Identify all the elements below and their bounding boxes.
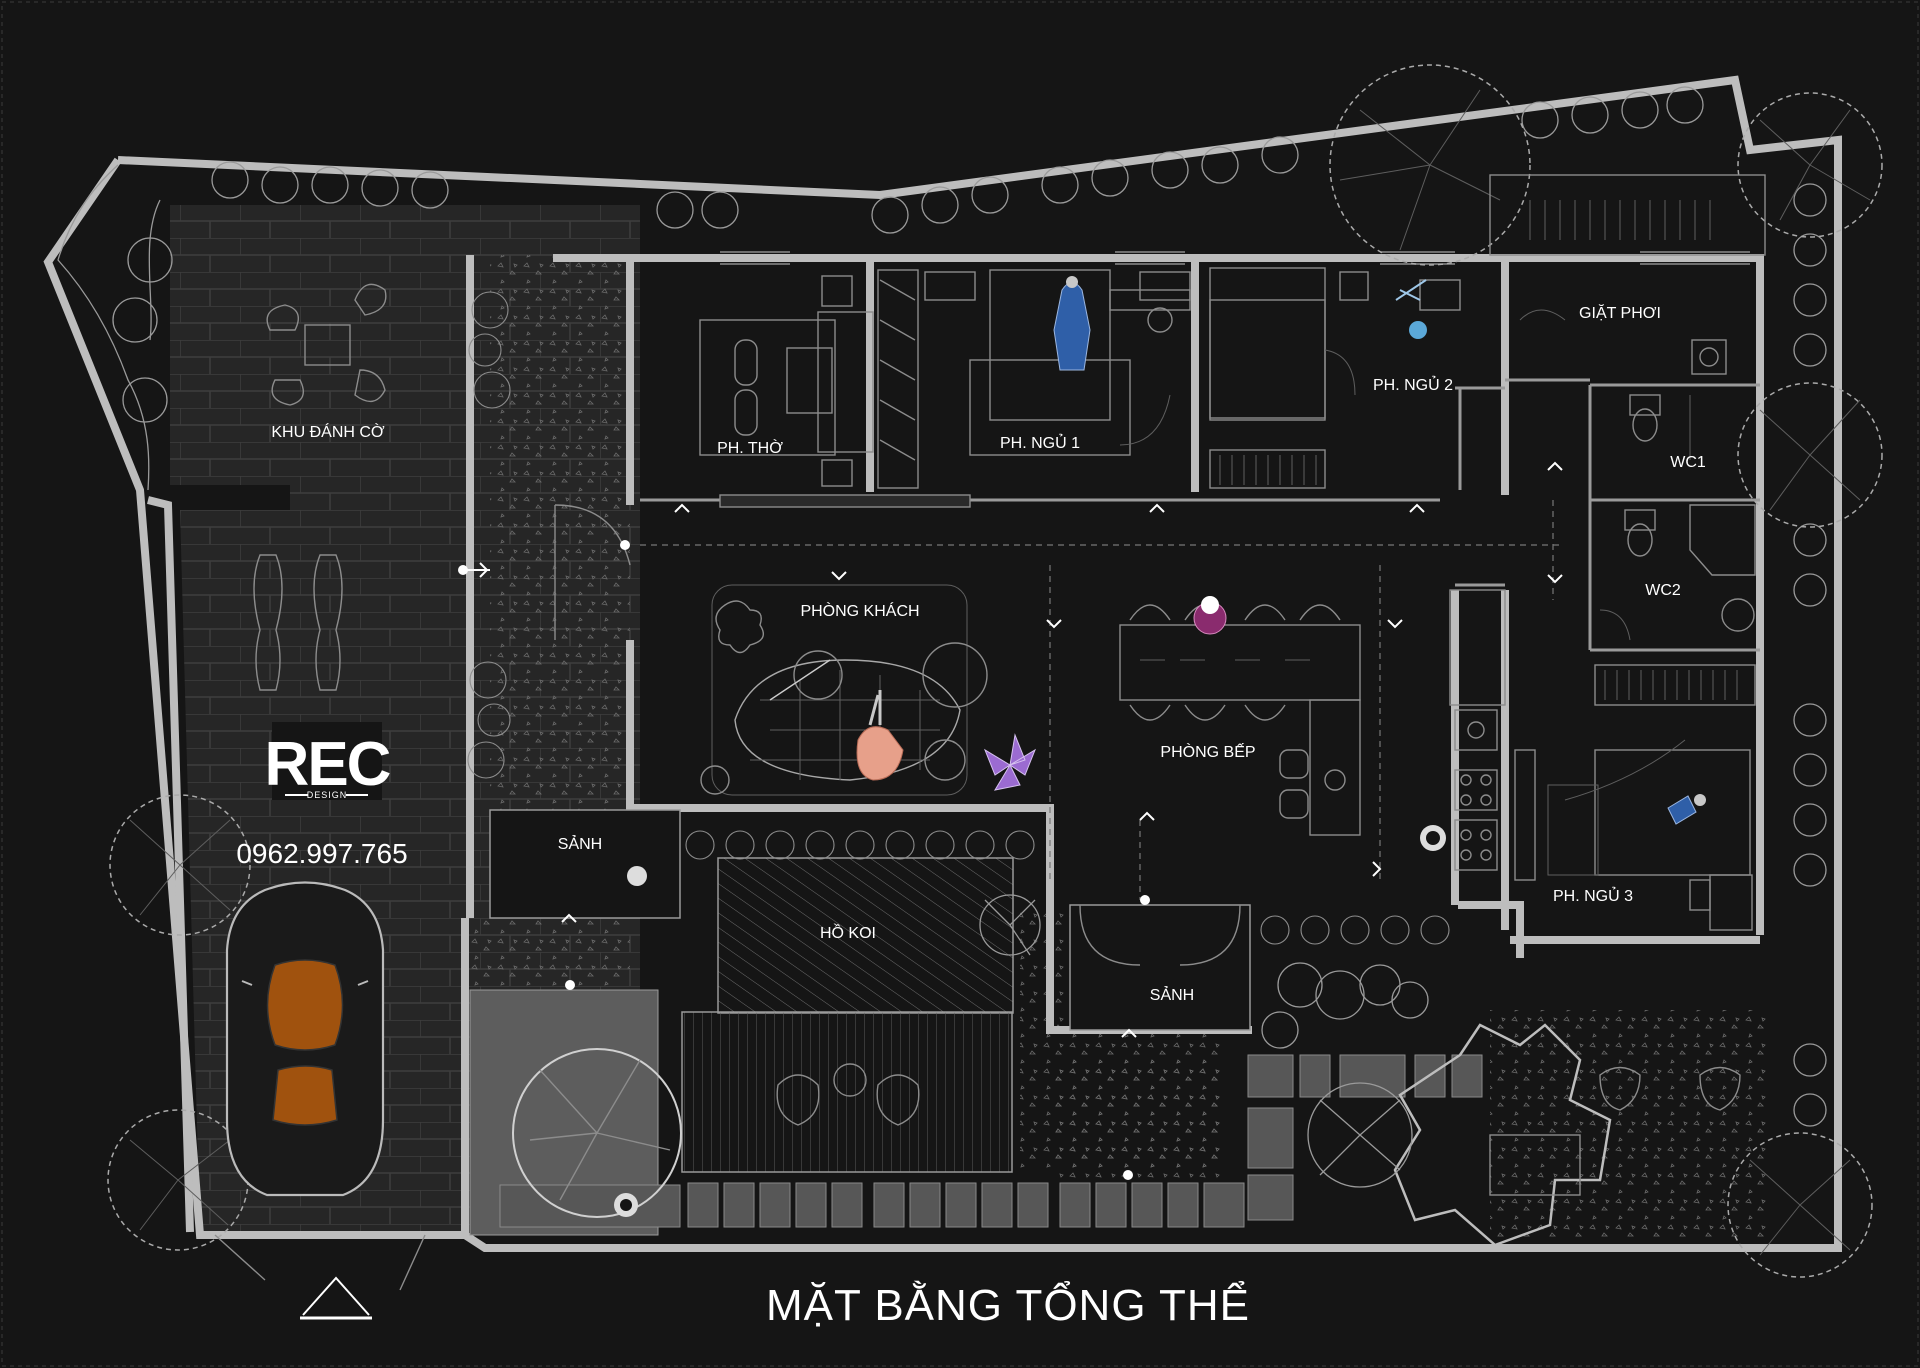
- altar-furniture: [699, 275, 971, 508]
- label-wc2: WC2: [1645, 582, 1681, 599]
- person-kitchen-icon: [1193, 596, 1446, 851]
- gazebo: [1393, 1023, 1741, 1247]
- label-ph-ngu-2: PH. NGỦ 2: [1373, 375, 1453, 394]
- person-bedroom1-icon: [1053, 276, 1091, 371]
- potted-plant-icon: [983, 733, 1037, 791]
- koi-pond: [717, 857, 1014, 1014]
- boundary-trees: [112, 86, 1827, 1127]
- label-sanh-left: SẢNH: [558, 834, 602, 853]
- phone-number: 0962.997.765: [236, 838, 407, 869]
- deck-chairs: [776, 1063, 920, 1126]
- label-sanh-right: SẢNH: [1150, 985, 1194, 1004]
- paver-strip: [499, 1054, 1483, 1228]
- label-ph-ngu-3: PH. NGỦ 3: [1553, 886, 1633, 905]
- shrub-cluster: [979, 894, 1429, 1188]
- large-trees: [107, 64, 1883, 1278]
- bathroom-fixtures: [1599, 394, 1756, 641]
- label-wc1: WC1: [1670, 454, 1706, 471]
- drawing-title: MẶT BẰNG TỔNG THỂ: [766, 1279, 1250, 1330]
- label-giat-phoi: GIẶT PHƠI: [1579, 303, 1661, 322]
- laundry-furniture: [1489, 174, 1766, 375]
- person-living-icon: [856, 690, 904, 781]
- car: [225, 881, 385, 1197]
- gate-arrow-icon: [214, 1234, 426, 1320]
- bedroom2-furniture: [1209, 267, 1461, 489]
- label-phong-bep: PHÒNG BẾP: [1160, 742, 1255, 761]
- logo-subtext: DESIGN: [307, 790, 348, 800]
- living-room-furniture: [700, 584, 988, 796]
- label-phong-khach: PHÒNG KHÁCH: [800, 601, 919, 620]
- left-inner-wall: [147, 496, 194, 1233]
- rec-logo: REC DESIGN: [265, 722, 393, 800]
- person-deck-icon: [614, 1193, 638, 1217]
- logo-text: REC: [265, 730, 391, 799]
- chess-table: [266, 283, 387, 406]
- shrubs: [467, 291, 1450, 945]
- left-hedge: [57, 164, 161, 491]
- bedroom3-furniture: [1547, 664, 1756, 931]
- property-boundary: [43, 75, 1842, 1252]
- label-ph-ngu-1: PH. NGỦ 1: [1000, 433, 1080, 452]
- label-ho-koi: HỒ KOI: [820, 923, 876, 942]
- person-bedroom2-icon: [1395, 279, 1427, 339]
- person-bedroom3-icon: [1667, 794, 1706, 825]
- entry-halls: [489, 504, 1251, 1031]
- kitchen-furniture: [1119, 589, 1536, 881]
- label-khu-danh-co: KHU ĐÁNH CỜ: [271, 422, 385, 441]
- motorbikes: [253, 554, 343, 691]
- bedroom1-furniture: [877, 269, 1191, 489]
- label-ph-tho: PH. THỜ: [717, 438, 783, 457]
- circulation: [458, 461, 1563, 1180]
- wood-deck: [681, 1011, 1013, 1173]
